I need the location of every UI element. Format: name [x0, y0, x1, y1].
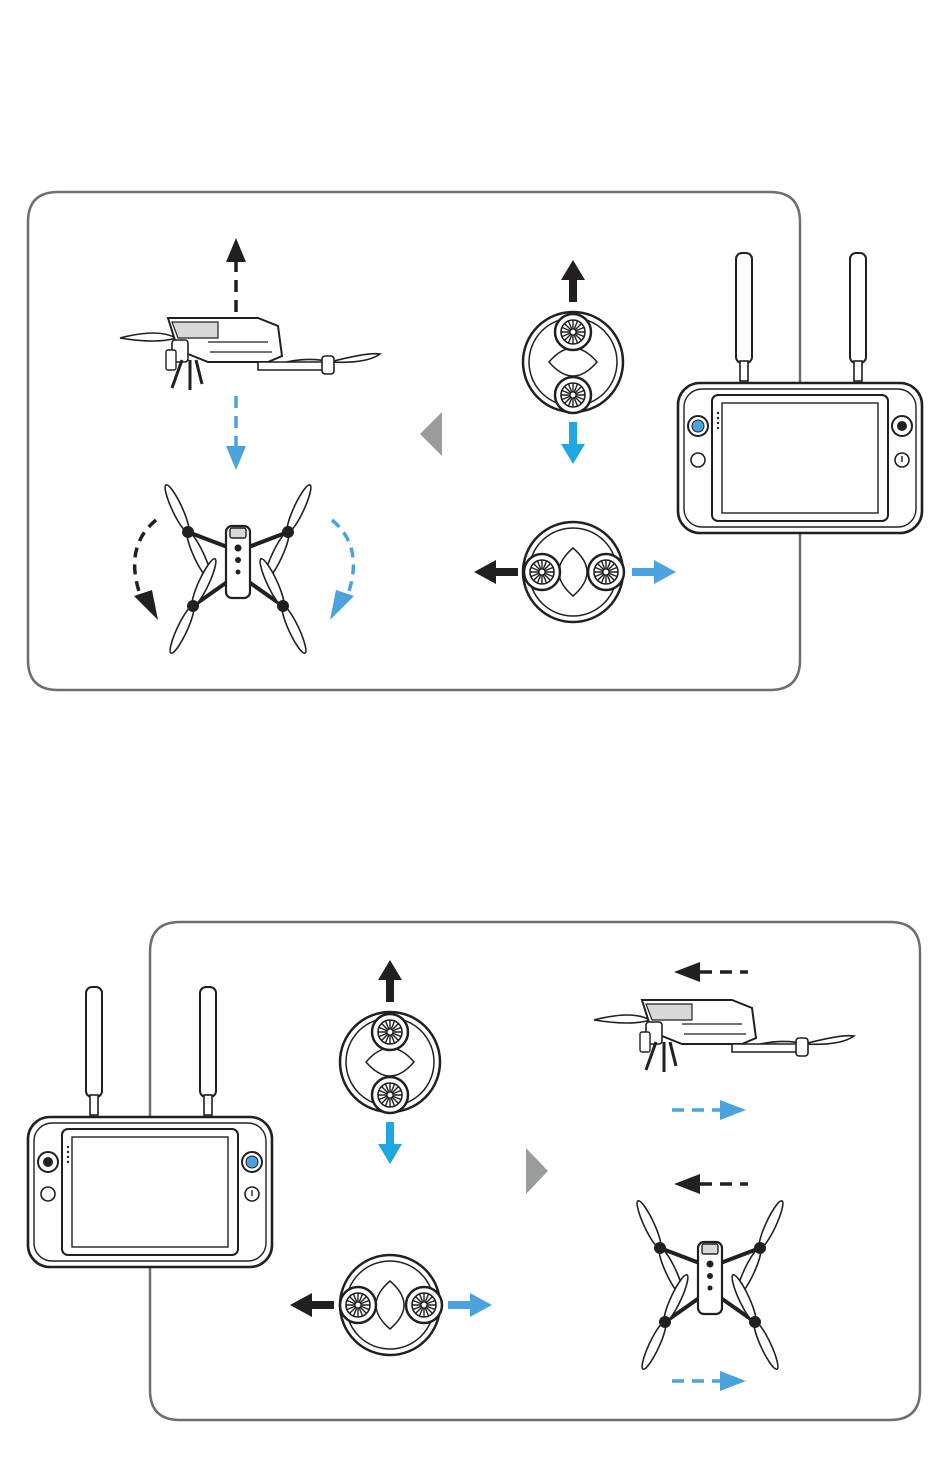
panel-left-stick-mode [28, 192, 922, 690]
left-arrow-icon [674, 1174, 748, 1194]
stick-up-arrow-icon [378, 960, 402, 1002]
rth-button-icon [691, 453, 705, 467]
rotate-left-arrow-icon [134, 520, 158, 620]
forward-arrow-icon [674, 962, 748, 982]
ascend-arrow-icon [226, 238, 246, 312]
stick-left-arrow-icon [290, 1293, 334, 1317]
roll-stick [340, 1255, 442, 1355]
drone-side-view [120, 318, 380, 390]
stick-up-arrow-icon [561, 260, 585, 302]
yaw-stick [523, 522, 624, 622]
stick-right-arrow-icon [632, 560, 676, 584]
stick-right-arrow-icon [448, 1293, 492, 1317]
drone-side-view [594, 1000, 854, 1072]
stick-down-arrow-icon [561, 422, 585, 464]
panel-right-stick-mode [28, 922, 920, 1420]
stick-left-arrow-icon [474, 560, 518, 584]
drone-top-view [633, 1198, 788, 1371]
pointer-right-icon [526, 1148, 548, 1194]
stick-down-arrow-icon [378, 1122, 402, 1164]
backward-arrow-icon [672, 1100, 746, 1120]
descend-arrow-icon [226, 396, 246, 470]
rotate-right-arrow-icon [330, 520, 354, 620]
drone-top-view [161, 482, 316, 655]
throttle-stick [523, 312, 623, 413]
pitch-stick [340, 1012, 440, 1113]
pointer-left-icon [420, 412, 442, 456]
rth-button-icon [41, 1187, 55, 1201]
right-arrow-icon [672, 1371, 746, 1391]
